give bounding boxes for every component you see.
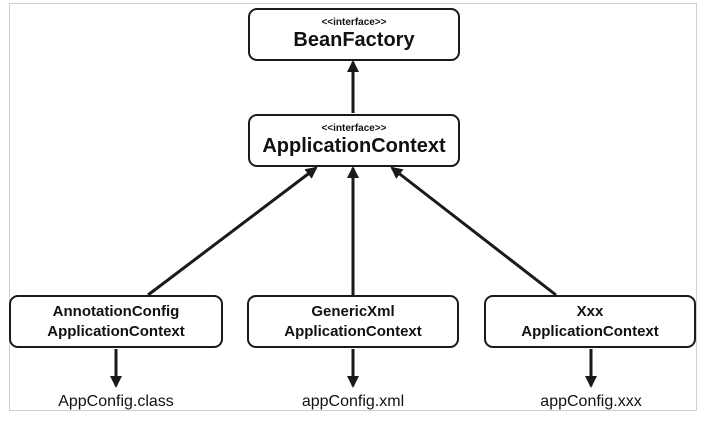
genericxml-applicationcontext-box: GenericXml ApplicationContext (247, 295, 459, 348)
inherit-arrow-xxx-to-applicationcontext (390, 166, 557, 297)
applicationcontext-stereotype: <<interface>> (321, 123, 387, 134)
applicationcontext-interface-box: <<interface>> ApplicationContext (248, 114, 460, 167)
beanfactory-interface-box: <<interface>> BeanFactory (248, 8, 460, 61)
beanfactory-stereotype: <<interface>> (321, 17, 387, 28)
impl-line2: ApplicationContext (521, 322, 659, 340)
impl-line1: AnnotationConfig (52, 302, 180, 320)
config-label-annotationconfig: AppConfig.class (58, 393, 174, 410)
impl-line1: GenericXml (311, 302, 395, 320)
inherit-arrow-annotationconfig-to-applicationcontext (147, 166, 318, 297)
annotationconfig-applicationcontext-box: AnnotationConfig ApplicationContext (9, 295, 223, 348)
impl-line2: ApplicationContext (284, 322, 422, 340)
impl-line1: Xxx (576, 302, 604, 320)
config-label-xxx: appConfig.xxx (540, 393, 642, 410)
diagram-frame (9, 3, 697, 411)
config-label-genericxml: appConfig.xml (301, 393, 405, 410)
beanfactory-name: BeanFactory (293, 29, 415, 51)
impl-line2: ApplicationContext (47, 322, 185, 340)
xxx-applicationcontext-box: Xxx ApplicationContext (484, 295, 696, 348)
applicationcontext-name: ApplicationContext (262, 135, 446, 157)
